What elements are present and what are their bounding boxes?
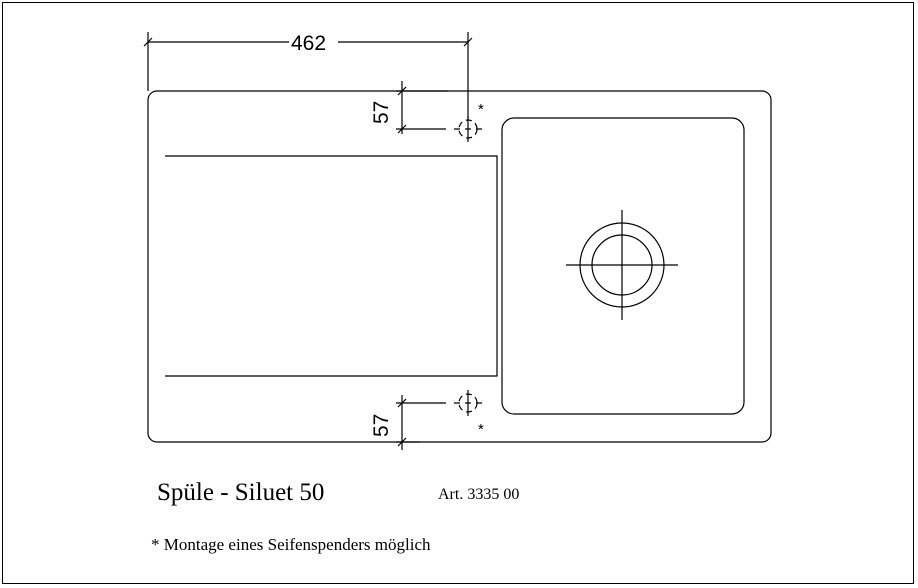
article-number: Art. 3335 00 [438,486,520,503]
soap-dispenser-hole-top-icon [454,116,482,142]
drainboard [165,155,498,377]
bottom-offset-dimension: 57 [370,395,446,450]
footnote: * Montage eines Seifenspenders möglich [151,535,431,554]
asterisk-top: * [478,101,484,118]
soap-dispenser-hole-bottom-icon [454,390,482,416]
width-dimension-label: 462 [291,32,326,55]
width-dimension: 462 [143,32,473,118]
top-offset-dimension: 57 [370,81,448,134]
product-title: Spüle - Siluet 50 [157,479,325,506]
drain-icon [566,210,678,320]
top-offset-label: 57 [370,101,393,124]
sink-basin [501,117,745,415]
sink-outline [147,90,772,443]
asterisk-bottom: * [478,421,484,438]
bottom-offset-label: 57 [370,414,393,437]
